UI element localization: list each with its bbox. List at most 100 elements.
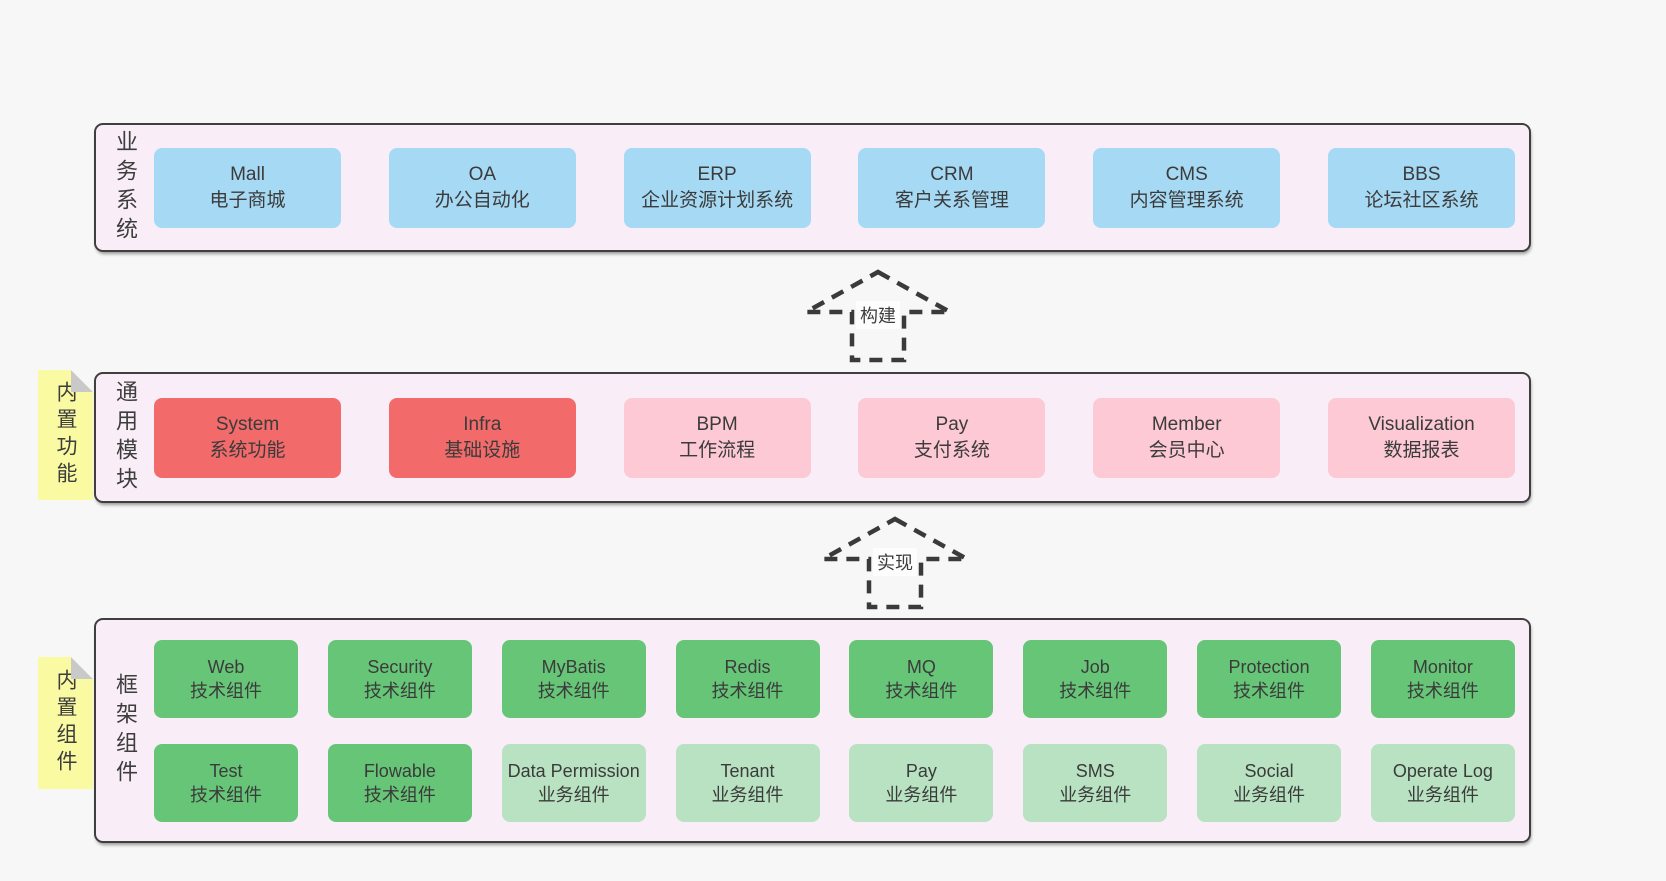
layer-common-modules: 通用模块 System 系统功能 Infra 基础设施 BPM 工作流程 Pay… [94,372,1531,503]
folded-corner [71,370,93,392]
box-mq: MQ 技术组件 [849,639,994,718]
box-member: Member 会员中心 [1093,397,1281,478]
box-desc: 企业资源计划系统 [641,189,794,211]
box-cms: CMS 内容管理系统 [1093,147,1281,228]
box-name: Security [367,656,433,677]
box-name: BBS [1402,163,1441,185]
box-desc: 业务组件 [1406,784,1479,805]
box-desc: 会员中心 [1148,439,1225,461]
box-desc: 技术组件 [1059,680,1132,701]
box-name: Tenant [720,760,775,781]
box-name: MQ [906,656,936,677]
box-name: Protection [1228,656,1310,677]
box-social: Social 业务组件 [1197,743,1342,822]
sticky-note-built-in-components: 内置组件 [38,657,93,789]
box-name: MyBatis [541,656,606,677]
box-infra: Infra 基础设施 [388,397,576,478]
layer-title-business-systems: 业务系统 [113,129,138,246]
box-desc: 技术组件 [711,680,784,701]
box-name: CRM [930,163,974,185]
business-systems-box-row: Mall 电子商城 OA 办公自动化 ERP 企业资源计划系统 CRM 客户关系… [154,125,1529,250]
box-job: Job 技术组件 [1023,639,1168,718]
box-desc: 业务组件 [1059,784,1132,805]
box-name: Social [1244,760,1294,781]
box-desc: 业务组件 [537,784,610,805]
box-desc: 工作流程 [679,439,756,461]
sticky-note-built-in-features: 内置功能 [38,370,93,500]
box-desc: 技术组件 [1233,680,1306,701]
box-desc: 技术组件 [1406,680,1479,701]
box-desc: 支付系统 [913,439,990,461]
box-name: SMS [1075,760,1115,781]
dashed-up-arrow-icon [800,269,956,363]
box-name: Redis [724,656,771,677]
box-data-permission: Data Permission 业务组件 [501,743,646,822]
box-pay-component: Pay 业务组件 [849,743,994,822]
box-tenant: Tenant 业务组件 [675,743,820,822]
box-desc: 技术组件 [363,680,436,701]
box-name: Pay [905,760,937,781]
box-desc: 业务组件 [711,784,784,805]
box-erp: ERP 企业资源计划系统 [623,147,811,228]
box-desc: 基础设施 [444,439,521,461]
box-name: CMS [1165,163,1208,185]
box-desc: 技术组件 [885,680,958,701]
box-desc: 内容管理系统 [1129,189,1244,211]
layer-title-column: 框架组件 [96,620,154,841]
box-system: System 系统功能 [154,397,341,478]
arrow-implement: 实现 [817,515,973,611]
box-desc: 技术组件 [537,680,610,701]
box-name: Operate Log [1392,760,1493,781]
box-security: Security 技术组件 [327,639,472,718]
box-name: ERP [697,163,737,185]
box-desc: 技术组件 [363,784,436,805]
box-desc: 办公自动化 [434,189,530,211]
box-desc: 电子商城 [209,189,286,211]
layer-title-column: 通用模块 [96,374,154,501]
box-name: Data Permission [507,760,640,781]
layer-title-column: 业务系统 [96,125,154,250]
layer-business-systems: 业务系统 Mall 电子商城 OA 办公自动化 ERP 企业资源计划系统 CRM… [94,123,1531,252]
box-name: Monitor [1412,656,1473,677]
framework-components-box-grid: Web 技术组件 Security 技术组件 MyBatis 技术组件 Redi… [154,620,1529,841]
sticky-note-label: 内置功能 [54,381,77,489]
arrow-implement-label: 实现 [873,548,917,576]
box-name: OA [468,163,497,185]
folded-corner [71,657,93,679]
box-name: Mall [230,163,265,185]
box-name: Job [1080,656,1110,677]
box-mall: Mall 电子商城 [154,147,341,228]
box-desc: 系统功能 [209,439,286,461]
box-redis: Redis 技术组件 [675,639,820,718]
layer-title-framework-components: 框架组件 [113,672,138,789]
box-mybatis: MyBatis 技术组件 [501,639,646,718]
box-name: Flowable [363,760,436,781]
box-name: Infra [463,413,502,435]
box-bbs: BBS 论坛社区系统 [1327,147,1515,228]
sticky-note-label: 内置组件 [54,669,77,777]
layer-framework-components: 框架组件 Web 技术组件 Security 技术组件 MyBatis 技术组件… [94,618,1531,843]
box-pay-module: Pay 支付系统 [858,397,1046,478]
arrow-build-label: 构建 [856,301,900,329]
box-desc: 技术组件 [190,784,262,805]
box-visualization: Visualization 数据报表 [1327,397,1515,478]
box-desc: 业务组件 [1233,784,1306,805]
arrow-build: 构建 [800,268,956,364]
box-desc: 业务组件 [885,784,958,805]
layer-title-common-modules: 通用模块 [113,379,138,496]
box-name: Web [207,656,245,677]
box-monitor: Monitor 技术组件 [1370,639,1515,718]
box-name: Test [209,760,243,781]
box-web: Web 技术组件 [154,639,298,718]
box-protection: Protection 技术组件 [1197,639,1342,718]
common-modules-box-row: System 系统功能 Infra 基础设施 BPM 工作流程 Pay 支付系统… [154,374,1529,501]
framework-components-row-2: Test 技术组件 Flowable 技术组件 Data Permission … [154,743,1515,822]
box-operate-log: Operate Log 业务组件 [1370,743,1515,822]
framework-components-row-1: Web 技术组件 Security 技术组件 MyBatis 技术组件 Redi… [154,639,1515,718]
box-flowable: Flowable 技术组件 [327,743,472,822]
box-crm: CRM 客户关系管理 [858,147,1046,228]
box-name: Pay [935,413,969,435]
dashed-up-arrow-icon [817,516,973,610]
box-test: Test 技术组件 [154,743,298,822]
box-name: System [215,413,280,435]
